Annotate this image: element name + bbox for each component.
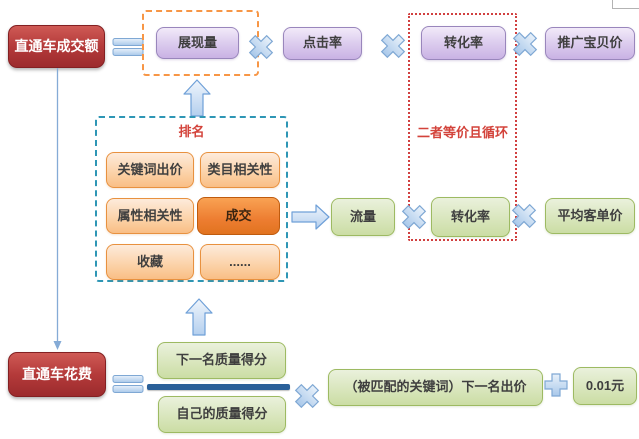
up-arrow-icon bbox=[182, 79, 212, 117]
node-cvr-top-label: 转化率 bbox=[443, 34, 483, 50]
node-impressions: 展现量 bbox=[156, 27, 239, 59]
node-next-quality-score-label: 下一名质量得分 bbox=[175, 352, 267, 368]
node-increment: 0.01元 bbox=[573, 367, 637, 405]
ranking-factor-label: 类目相关性 bbox=[207, 161, 273, 177]
ranking-factor-label: 关键词出价 bbox=[117, 161, 183, 177]
node-turnover: 直通车成交额 bbox=[8, 25, 105, 68]
right-arrow-icon bbox=[291, 203, 331, 231]
cvr-equivalence-frame bbox=[408, 13, 517, 241]
up-arrow-icon bbox=[184, 298, 214, 336]
node-avg-order-value: 平均客单价 bbox=[545, 198, 635, 234]
multiply-icon bbox=[510, 202, 538, 230]
node-traffic: 流量 bbox=[331, 198, 395, 236]
multiply-icon bbox=[293, 382, 321, 410]
node-cvr-mid-label: 转化率 bbox=[450, 208, 490, 224]
equivalence-note: 二者等价且循环 bbox=[416, 125, 508, 140]
ranking-factor-deals: 成交 bbox=[197, 197, 280, 235]
ranking-factor-category-relevance: 类目相关性 bbox=[200, 152, 280, 188]
multiply-icon bbox=[247, 33, 275, 61]
fraction-bar bbox=[147, 384, 290, 390]
node-turnover-label: 直通车成交额 bbox=[14, 38, 99, 55]
node-cvr-mid: 转化率 bbox=[431, 197, 510, 237]
node-next-bid: （被匹配的关键词）下一名出价 bbox=[328, 369, 543, 406]
multiply-icon bbox=[400, 203, 428, 231]
node-item-price: 推广宝贝价 bbox=[545, 27, 635, 60]
node-item-price-label: 推广宝贝价 bbox=[557, 35, 623, 51]
ranking-panel bbox=[95, 116, 288, 282]
node-cost: 直通车花费 bbox=[8, 352, 106, 397]
node-avg-order-value-label: 平均客单价 bbox=[557, 207, 623, 223]
corner-artifact bbox=[612, 0, 639, 9]
ranking-factor-label: 成交 bbox=[225, 207, 252, 223]
node-next-quality-score: 下一名质量得分 bbox=[157, 342, 286, 379]
node-ctr-label: 点击率 bbox=[302, 35, 342, 51]
multiply-icon bbox=[379, 32, 407, 60]
node-next-bid-label: （被匹配的关键词）下一名出价 bbox=[344, 379, 527, 395]
ranking-factor-label: ...... bbox=[229, 253, 251, 269]
node-cvr-top: 转化率 bbox=[421, 26, 506, 60]
down-arrow-icon bbox=[50, 68, 65, 350]
node-impressions-label: 展现量 bbox=[177, 34, 217, 50]
node-traffic-label: 流量 bbox=[349, 208, 376, 224]
ranking-title: 排名 bbox=[178, 124, 205, 139]
multiply-icon bbox=[511, 30, 539, 58]
ranking-factor-more: ...... bbox=[200, 244, 280, 280]
ranking-factor-favorites: 收藏 bbox=[106, 244, 194, 280]
ranking-factor-keyword-bid: 关键词出价 bbox=[106, 152, 194, 188]
ranking-factor-attribute-relevance: 属性相关性 bbox=[106, 198, 194, 234]
node-increment-label: 0.01元 bbox=[585, 377, 625, 393]
ranking-factor-label: 属性相关性 bbox=[117, 207, 183, 223]
plus-icon bbox=[543, 372, 569, 398]
node-cost-label: 直通车花费 bbox=[22, 366, 92, 383]
node-own-quality-score: 自己的质量得分 bbox=[158, 396, 286, 433]
node-own-quality-score-label: 自己的质量得分 bbox=[176, 406, 268, 422]
node-ctr: 点击率 bbox=[283, 27, 362, 60]
ranking-factor-label: 收藏 bbox=[136, 253, 163, 269]
equals-icon bbox=[112, 37, 144, 58]
equals-icon bbox=[112, 374, 144, 395]
